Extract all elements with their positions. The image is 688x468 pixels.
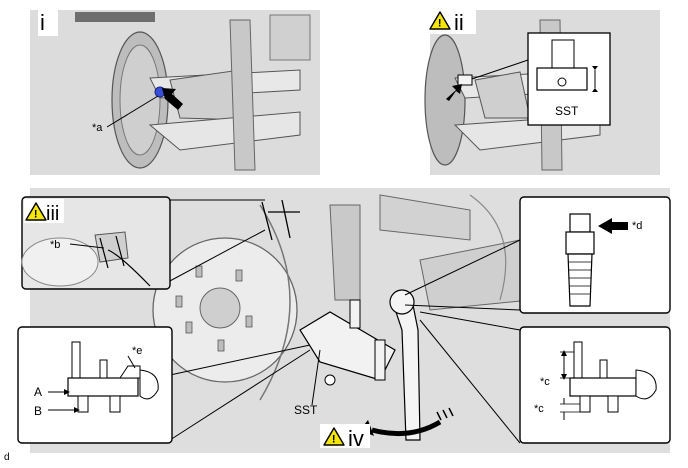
puller-foot-right (607, 395, 619, 413)
inset-d-leader-top (404, 239, 521, 296)
step-iii-numeral: iii (46, 203, 59, 225)
inset-ball-joint: *d (404, 196, 671, 314)
ball-joint-body (565, 231, 595, 255)
figure-code: d (4, 452, 10, 463)
dim-c1-arrow-bottom (561, 374, 567, 380)
puller-foot-left (579, 395, 591, 413)
inset-sst-label: SST (555, 104, 579, 118)
dim-c1-arrow-top (561, 350, 567, 356)
point-a-label: A (34, 385, 42, 399)
callout-e-leader (127, 355, 136, 369)
brake-disc (424, 34, 466, 166)
callout-c-upper: *c (540, 376, 550, 388)
pointer-arrow-nut (162, 88, 183, 110)
inset-iii: ! iii *b (21, 196, 266, 290)
puller-foot-left (77, 395, 89, 413)
knuckle-arm (139, 369, 159, 400)
inset-d-leader-bottom (404, 304, 521, 311)
inset-nut (557, 77, 567, 87)
point-b-arrowhead (74, 407, 80, 413)
step-i-numeral: i (40, 10, 45, 35)
drive-shaft-boot (474, 71, 531, 119)
knuckle (379, 194, 471, 241)
inset-c-leader-top (419, 311, 521, 331)
point-b-label: B (34, 404, 42, 418)
puller-body (569, 377, 637, 397)
inset-sst-block (536, 67, 588, 91)
warning-mark: ! (34, 209, 38, 221)
rotation-motion-lines (436, 407, 454, 421)
puller-bolt-top (71, 341, 81, 379)
hub-center (199, 287, 241, 329)
knuckle-arm (635, 369, 657, 400)
main-sst-label: SST (294, 403, 318, 417)
inset-dim-arrow-bottom (592, 88, 598, 92)
inset-stud (551, 39, 575, 69)
brake-disc-inner (119, 44, 161, 156)
panel-i-dark-strip (75, 12, 155, 22)
callout-b: *b (50, 239, 60, 251)
inset-leader (471, 59, 529, 80)
body-bracket (269, 14, 311, 61)
puller-bolt-top (573, 341, 583, 379)
callout-d: *d (632, 220, 642, 232)
inset-iii-cord (107, 249, 151, 287)
inset-iii-rotor (21, 237, 99, 287)
sst-leader (311, 349, 321, 406)
strut (229, 19, 256, 171)
warning-mark: ! (438, 18, 442, 30)
inset-c-leader-bottom (419, 319, 521, 444)
puller-center-bolt (99, 359, 108, 379)
puller-bolt-center (374, 339, 386, 381)
puller-hook (119, 365, 141, 379)
pointer-arrow-d (598, 218, 628, 234)
inset-iii-string (99, 235, 125, 269)
inset-ab-leader-top (169, 344, 311, 376)
inset-ab-leader-bottom (169, 349, 311, 441)
fender-liner (469, 194, 507, 301)
string-tie (261, 199, 300, 241)
panel-ii: SST ! ii (424, 8, 660, 175)
inset-iii-knuckle (94, 231, 129, 263)
callout-a: *a (92, 122, 103, 134)
warning-mark: ! (332, 434, 336, 446)
warning-icon: ! (429, 11, 451, 30)
step-i-label-bg (38, 10, 58, 36)
sst-cap-installed (457, 74, 473, 86)
pointer-arrow-sst (446, 84, 462, 101)
inset-puller-position: A B *e (17, 326, 311, 444)
wheel-studs (175, 265, 253, 352)
warning-icon: ! (323, 427, 345, 446)
step-ii-numeral: ii (454, 10, 464, 35)
rotation-arrow (371, 419, 442, 437)
point-a-arrowhead (64, 389, 70, 395)
callout-a-leader (106, 95, 159, 128)
rotor-edge (259, 204, 291, 401)
strut (329, 204, 361, 301)
callout-e: *e (132, 345, 142, 357)
inset-dim-arrow-top (592, 66, 598, 70)
sst-puller (299, 311, 396, 381)
puller-center-bolt (599, 359, 608, 379)
puller-pin (324, 374, 336, 386)
inset-d-frame (519, 196, 671, 314)
warning-icon: ! (25, 202, 47, 221)
ball-joint-nut (569, 213, 591, 233)
step-iv-numeral: iv (348, 426, 364, 451)
inset-puller-gap: *c *c (419, 311, 671, 444)
panel-i: i *a (30, 10, 320, 175)
inset-iii-leader-bottom (167, 229, 266, 283)
puller-body (67, 377, 139, 397)
boot-ribs (569, 261, 591, 295)
puller-bolt-left (349, 299, 361, 329)
callout-c-lower: *c (534, 403, 544, 415)
ball-joint-boot (567, 253, 593, 307)
callout-b-leader (69, 243, 105, 249)
puller-foot-right (109, 395, 121, 413)
wrench-head (389, 289, 415, 315)
